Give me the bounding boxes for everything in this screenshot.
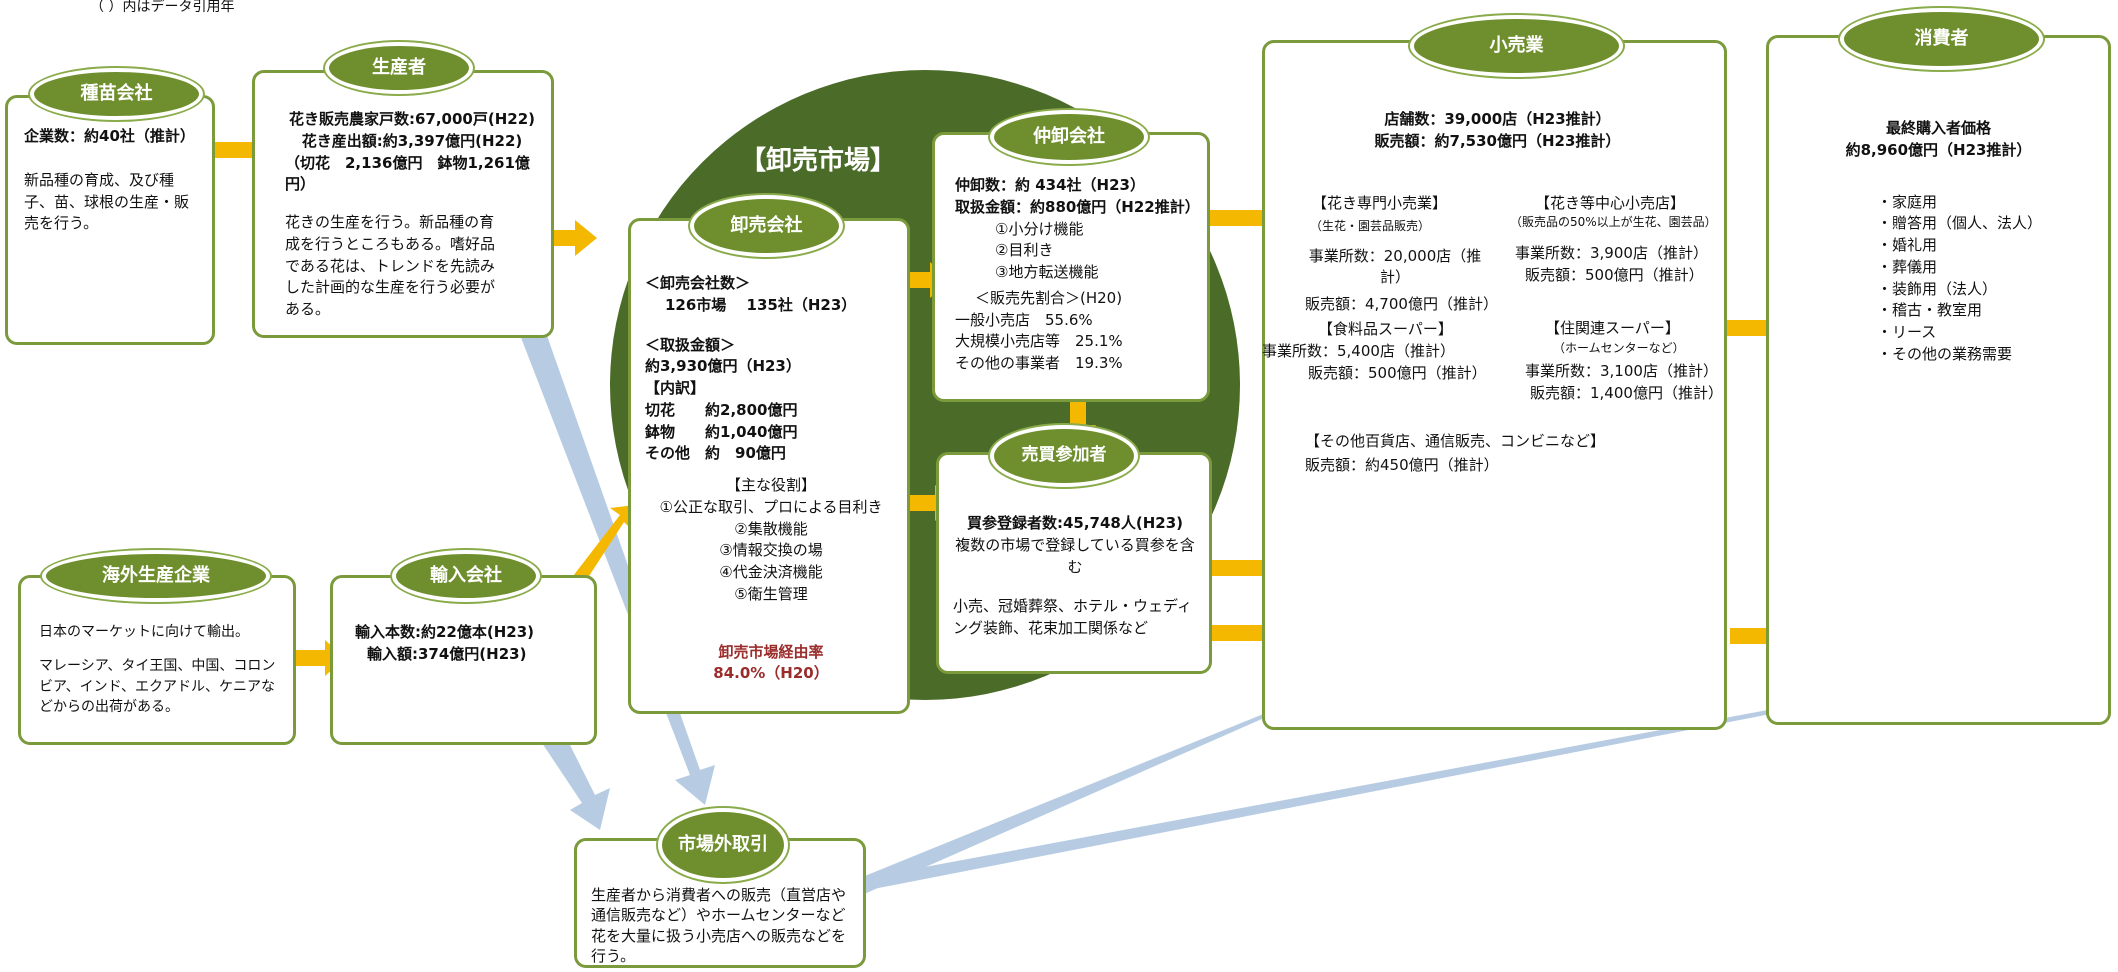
wholesaler-amount: 約3,930億円（H23） [645, 357, 801, 376]
wholesaler-detail-1: 鉢物 約1,040億円 [645, 422, 798, 441]
producer-breakdown: （切花 2,136億円 鉢物1,261億円） [285, 153, 530, 194]
label-buyer: 売買参加者 [990, 425, 1138, 487]
offmarket-consumer-arrow [855, 677, 1890, 892]
consumer-use-7: ・その他の業務需要 [1877, 344, 2013, 363]
data-year-note: （ ）内はデータ引用年 [90, 0, 235, 15]
wholesaler-roles-head: 【主な役割】 [725, 476, 816, 494]
consumer-use-6: ・リース [1877, 323, 1937, 341]
intermediate-share-2: その他の事業者 19.3% [955, 354, 1123, 372]
offmarket-desc: 生産者から消費者への販売（直営店や通信販売など）やホームセンターなど花を大量に扱… [591, 886, 847, 965]
consumer-use-2: ・婚礼用 [1877, 236, 1938, 254]
wholesaler-count-head: ＜卸売会社数＞ [645, 274, 751, 292]
retail-sales: 販売額：約7,530億円（H23推計） [1374, 131, 1621, 150]
retail-home-head: 【住関連スーパー】 [1545, 319, 1680, 337]
retail-florist-head: 【花き専門小売業】 [1312, 194, 1448, 212]
intermediate-share-head: ＜販売先割合＞(H20) [975, 288, 1123, 307]
consumer-price: 約8,960億円（H23推計） [1845, 140, 2032, 159]
retail-florist-count: 事業所数：20,000店（推計） [1308, 247, 1482, 286]
wholesaler-role-4: ⑤衛生管理 [734, 584, 808, 603]
box-seed: 企業数：約40社（推計） 新品種の育成、及び種子、苗、球根の生産・販売を行う。 [5, 95, 215, 345]
box-wholesaler: ＜卸売会社数＞ 126市場 135社（H23） ＜取扱金額＞ 約3,930億円（… [628, 218, 910, 714]
retail-home-count: 事業所数：3,100店（推計） [1525, 362, 1718, 380]
label-seed: 種苗会社 [30, 68, 203, 120]
retail-food-count: 事業所数：5,400店（推計） [1262, 342, 1455, 360]
retail-home-sub: （ホームセンターなど） [1553, 341, 1685, 355]
intermediate-function-2: ③地方転送機能 [995, 263, 1099, 281]
wholesaler-count: 126市場 135社（H23） [665, 295, 857, 314]
label-intermediate: 仲卸会社 [990, 110, 1148, 164]
intermediate-share-0: 一般小売店 55.6% [955, 310, 1093, 329]
wholesaler-role-2: ③情報交換の場 [719, 541, 823, 560]
retail-center-head: 【花き等中心小売店】 [1535, 194, 1686, 212]
retail-other-sales: 販売額：約450億円（推計） [1305, 456, 1499, 474]
wholesaler-detail-head: 【内訳】 [645, 379, 706, 397]
box-overseas: 日本のマーケットに向けて輸出。 マレーシア、タイ王国、中国、コロンビア、インド、… [18, 575, 296, 745]
importer-wholesaler-arrow [570, 505, 635, 590]
intermediate-function-1: ②目利き [995, 241, 1054, 260]
consumer-price-head: 最終購入者価格 [1885, 119, 1991, 137]
wholesaler-role-0: ①公正な取引、プロによる目利き [659, 497, 883, 516]
label-importer: 輸入会社 [392, 550, 540, 602]
wholesaler-amount-head: ＜取扱金額＞ [645, 335, 736, 354]
wholesaler-rate: 84.0%（H20） [713, 664, 829, 683]
producer-output: 花き産出額:約3,397億円(H22) [301, 131, 523, 150]
retail-stores: 店舗数：39,000店（H23推計） [1384, 110, 1611, 128]
label-wholesaler: 卸売会社 [690, 195, 843, 257]
retail-center-sub: （販売品の50%以上が生花、園芸品） [1510, 215, 1717, 229]
consumer-use-5: ・稽古・教室用 [1877, 301, 1983, 320]
label-producer: 生産者 [325, 42, 473, 94]
label-offmarket: 市場外取引 [658, 808, 788, 882]
box-consumer: 最終購入者価格 約8,960億円（H23推計） ・家庭用 ・贈答用（個人、法人）… [1766, 35, 2111, 725]
seed-count: 企業数：約40社（推計） [24, 127, 195, 145]
label-overseas: 海外生産企業 [42, 550, 270, 602]
producer-desc: 花きの生産を行う。新品種の育成を行うところもある。嗜好品である花は、トレンドを先… [285, 213, 496, 318]
importer-count: 輸入本数:約22億本(H23) [355, 623, 535, 641]
overseas-desc2: マレーシア、タイ王国、中国、コロンビア、インド、エクアドル、ケニアなどからの出荷… [39, 658, 276, 715]
retail-florist-sales: 販売額：4,700億円（推計） [1305, 295, 1498, 313]
buyer-retail-bar [1205, 625, 1270, 641]
consumer-use-1: ・贈答用（個人、法人） [1877, 214, 2043, 233]
consumer-use-0: ・家庭用 [1877, 192, 1938, 211]
seed-desc: 新品種の育成、及び種子、苗、球根の生産・販売を行う。 [24, 170, 190, 233]
buyer-types: 小売、冠婚葬祭、ホテル・ウェディング装飾、花束加工関係など [953, 597, 1192, 637]
buyer-desc: 複数の市場で登録している買参を含む [955, 535, 1195, 576]
wholesaler-role-1: ②集散機能 [734, 519, 808, 538]
intermediate-retail-arrow [1190, 200, 1292, 236]
intermediate-count: 仲卸数：約 434社（H23） [955, 176, 1145, 194]
producer-wholesaler-arrow [525, 220, 597, 256]
importer-amount: 輸入額:374億円(H23) [367, 644, 527, 663]
intermediate-amount: 取扱金額：約880億円（H22推計） [955, 197, 1200, 216]
market-title: 【卸売市場】 [740, 146, 897, 176]
retail-other-head: 【その他百貨店、通信販売、コンビニなど】 [1305, 432, 1606, 450]
consumer-use-3: ・葬儀用 [1877, 257, 1938, 276]
wholesaler-detail-0: 切花 約2,800億円 [645, 400, 798, 419]
wholesaler-rate-label: 卸売市場経由率 [718, 642, 824, 661]
label-consumer: 消費者 [1840, 8, 2043, 70]
retail-center-sales: 販売額：500億円（推計） [1525, 266, 1704, 284]
wholesaler-role-3: ④代金決済機能 [719, 563, 823, 581]
offmarket-retail-arrow [855, 683, 1325, 895]
box-retail: 店舗数：39,000店（H23推計） 販売額：約7,530億円（H23推計） [1262, 40, 1727, 730]
retail-center-count: 事業所数：3,900店（推計） [1515, 244, 1708, 262]
importer-offmarket-arrow [540, 735, 610, 830]
box-producer: 花き販売農家戸数:67,000戸(H22) 花き産出額:約3,397億円(H22… [252, 70, 554, 338]
retail-food-sales: 販売額：500億円（推計） [1308, 364, 1487, 382]
consumer-use-4: ・装飾用（法人） [1877, 279, 1998, 298]
overseas-desc1: 日本のマーケットに向けて輸出。 [39, 624, 249, 640]
retail-florist-sub: （生花・園芸品販売） [1310, 219, 1431, 233]
retail-food-head: 【食料品スーパー】 [1318, 320, 1453, 338]
label-retail: 小売業 [1410, 15, 1623, 77]
wholesaler-detail-2: その他 約 90億円 [645, 444, 786, 463]
intermediate-share-1: 大規模小売店等 25.1% [955, 332, 1123, 351]
buyer-count: 買参登録者数:45,748人(H23) [966, 514, 1184, 532]
intermediate-function-0: ①小分け機能 [995, 219, 1084, 238]
producer-farmers: 花き販売農家戸数:67,000戸(H22) [288, 110, 536, 128]
box-intermediate: 仲卸数：約 434社（H23） 取扱金額：約880億円（H22推計） ①小分け機… [932, 132, 1210, 402]
box-buyer: 買参登録者数:45,748人(H23) 複数の市場で登録している買参を含む 小売… [936, 452, 1212, 674]
retail-home-sales: 販売額：1,400億円（推計） [1530, 384, 1723, 402]
